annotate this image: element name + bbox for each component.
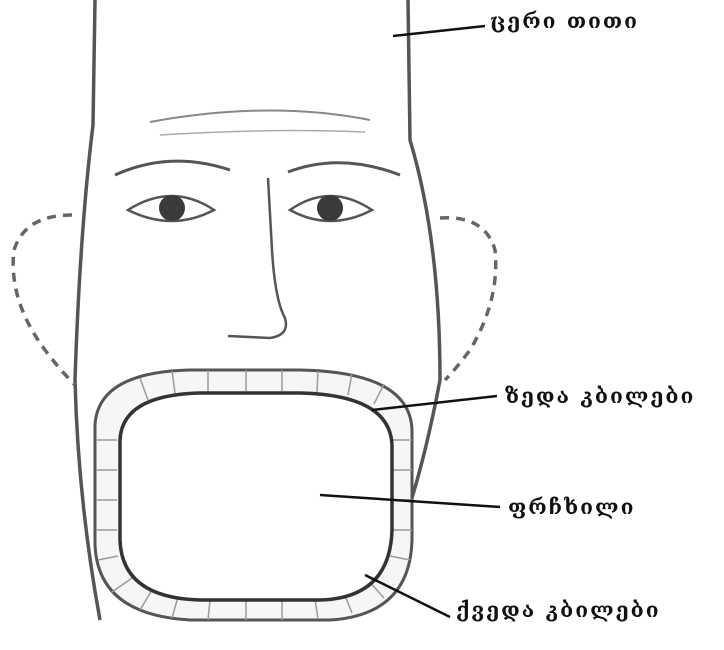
right-eyebrow: [288, 163, 400, 175]
label-upper-teeth: ზედა კბილები: [505, 383, 695, 408]
nose: [228, 178, 286, 338]
right-pupil: [317, 195, 343, 221]
right-ear: [440, 218, 496, 380]
label-top: ცერი თითი: [490, 8, 639, 33]
label-palate: ფრჩხილი: [508, 494, 635, 519]
forehead-line-2: [160, 131, 365, 135]
forehead-line: [150, 110, 370, 122]
left-pupil: [159, 195, 185, 221]
left-ear: [13, 215, 75, 385]
left-eyebrow: [115, 161, 230, 175]
label-lower-teeth: ქვედა კბილები: [456, 597, 661, 622]
